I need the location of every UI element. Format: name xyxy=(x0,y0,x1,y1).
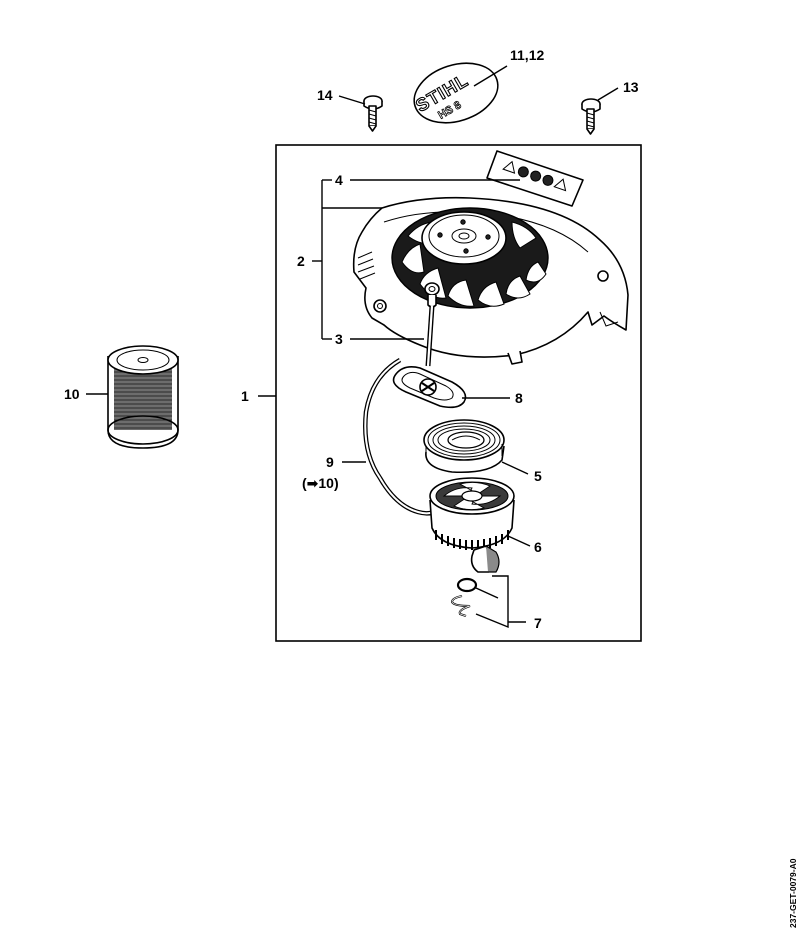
logo-badge-11-12[interactable]: STIHL HS 8 xyxy=(406,53,505,133)
leader-lines xyxy=(86,65,619,629)
pawl-kit-7[interactable] xyxy=(450,545,500,617)
label-10: 10 xyxy=(64,386,80,402)
rewind-spring-5[interactable] xyxy=(423,419,505,474)
starter-grip-8[interactable] xyxy=(392,366,467,409)
label-8: 8 xyxy=(515,390,523,406)
label-9-reference: (➡10) xyxy=(302,475,339,491)
rope-guide-3[interactable] xyxy=(424,282,440,308)
label-1: 1 xyxy=(241,388,249,404)
label-7: 7 xyxy=(534,615,542,631)
rope-rotor-6[interactable] xyxy=(429,477,515,550)
label-6: 6 xyxy=(534,539,542,555)
screw-13[interactable] xyxy=(581,98,601,135)
starter-rope-9[interactable] xyxy=(363,305,442,516)
screw-14[interactable] xyxy=(363,95,383,132)
label-9: 9 xyxy=(326,454,334,470)
label-11-12: 11,12 xyxy=(510,47,544,63)
warning-label-4[interactable] xyxy=(486,150,584,207)
label-2: 2 xyxy=(297,253,305,269)
document-code: 237-GET-0079-A0 xyxy=(788,858,798,928)
assembly-frame xyxy=(275,144,642,642)
label-5: 5 xyxy=(534,468,542,484)
label-3: 3 xyxy=(335,331,343,347)
label-14: 14 xyxy=(317,87,333,103)
label-4: 4 xyxy=(335,172,343,188)
rope-spool-10[interactable] xyxy=(107,345,179,449)
label-13: 13 xyxy=(623,79,639,95)
